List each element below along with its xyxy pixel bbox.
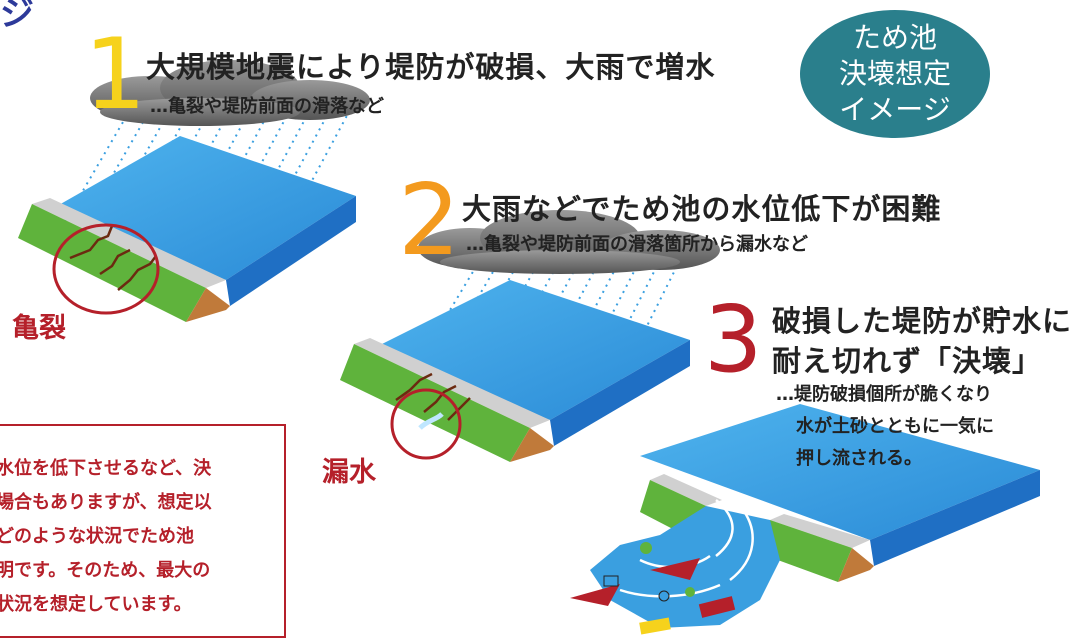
notice-line-3: どのような状況でため池 — [0, 526, 194, 547]
dam-top-2 — [354, 338, 550, 428]
crack-highlight-circle-1 — [52, 223, 160, 315]
cracks-1 — [69, 225, 157, 291]
scene-3 — [570, 404, 1040, 635]
dam-top-3a — [650, 474, 722, 506]
notice-line-2: 場合もありますが、想定以 — [0, 492, 212, 513]
step-2-subtitle: …亀裂や堤防前面の滑落箇所から漏水など — [466, 234, 808, 255]
notice-box: 水位を低下させるなど、決 場合もありますが、想定以 どのような状況でため池 明で… — [0, 424, 286, 638]
leak-highlight-circle — [390, 388, 462, 460]
heading-fragment: ジ — [0, 0, 34, 34]
debris — [570, 542, 736, 635]
pond-side-2 — [550, 340, 690, 446]
pond-side-3 — [870, 470, 1040, 566]
pond-water-2 — [370, 280, 690, 420]
step-1-title: 大規模地震により堤防が破損、大雨で増水 — [146, 50, 716, 84]
step-2-title: 大雨などでため池の水位低下が困難 — [462, 192, 942, 226]
badge-text: ため池 決壊想定 イメージ — [838, 21, 951, 126]
step-3-title-line-2: 耐え切れず「決壊」 — [772, 344, 1043, 378]
notice-line-5: 状況を想定しています。 — [0, 594, 192, 615]
scenario-badge: ため池 決壊想定 イメージ — [800, 10, 990, 138]
cloud-2 — [418, 210, 720, 274]
step-3-number: 3 — [704, 286, 763, 393]
dam-soil-2 — [510, 428, 554, 462]
dam-top-1 — [32, 198, 226, 288]
dam-soil-1 — [186, 288, 230, 322]
dam-soil-3 — [838, 548, 874, 582]
step-3-title-line-1: 破損した堤防が貯水に — [772, 304, 1073, 338]
notice-line-1: 水位を低下させるなど、決 — [0, 458, 212, 479]
pond-water-3 — [640, 404, 1040, 540]
step-1-subtitle: …亀裂や堤防前面の滑落など — [150, 96, 384, 117]
scene-2 — [340, 210, 720, 462]
step-1-number: 1 — [84, 18, 147, 132]
dam-face-1 — [18, 204, 206, 322]
notice-line-4: 明です。そのため、最大の — [0, 560, 211, 581]
dam-face-3b — [756, 520, 852, 582]
leak-label: 漏水 — [322, 457, 376, 488]
pond-water-1 — [50, 136, 356, 280]
step-3-subtitle-line-3: 押し流される。 — [796, 448, 922, 469]
scene-1 — [18, 60, 370, 322]
cracks-2 — [395, 372, 471, 421]
step-2-number: 2 — [398, 164, 461, 278]
step-3-subtitle-line-1: …堤防破損個所が脆くなり — [776, 384, 992, 405]
step-3-subtitle-line-2: 水が土砂とともに一気に — [796, 416, 994, 437]
crack-label: 亀裂 — [12, 313, 66, 344]
pond-side-1 — [226, 196, 356, 306]
leak-water — [418, 412, 444, 430]
dam-top-3b — [770, 514, 870, 548]
cloud-1 — [90, 60, 370, 126]
